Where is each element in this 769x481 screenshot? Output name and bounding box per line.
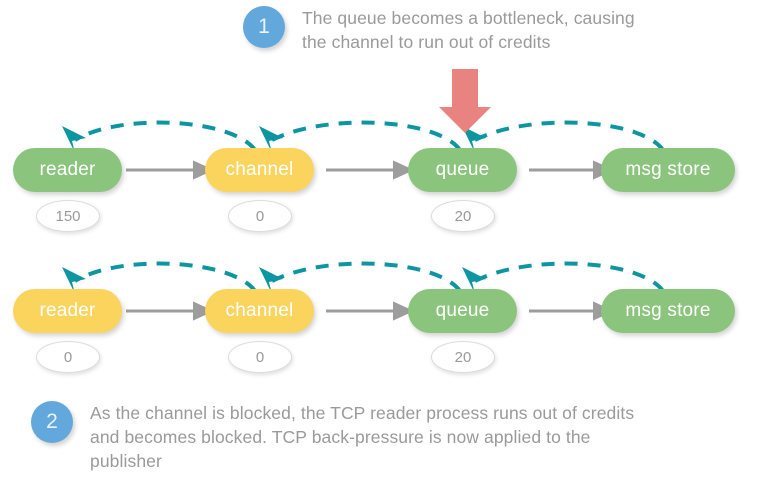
node-label: queue bbox=[435, 300, 490, 321]
step-2-text: As the channel is blocked, the TCP reade… bbox=[90, 403, 635, 471]
step-1-number: 1 bbox=[243, 6, 285, 48]
bottleneck-arrow-icon bbox=[439, 69, 491, 133]
credits-row2-channel: 0 bbox=[228, 341, 292, 373]
node-row2-msg-store[interactable]: msg store bbox=[601, 289, 735, 333]
node-label: queue bbox=[435, 159, 490, 180]
node-label: channel bbox=[225, 300, 294, 321]
credits-row1-queue: 20 bbox=[431, 200, 495, 232]
credits-row1-channel: 0 bbox=[228, 200, 292, 232]
step-2-callout: 2 As the channel is blocked, the TCP rea… bbox=[31, 401, 634, 473]
node-row1-channel[interactable]: channel bbox=[205, 148, 314, 192]
credits-row1-reader: 150 bbox=[36, 200, 100, 232]
node-row1-msg-store[interactable]: msg store bbox=[601, 148, 735, 192]
node-label: channel bbox=[225, 159, 294, 180]
node-label: msg store bbox=[625, 300, 711, 321]
node-row1-reader[interactable]: reader bbox=[13, 148, 122, 192]
node-row2-channel[interactable]: channel bbox=[205, 289, 314, 333]
credits-row2-queue: 20 bbox=[431, 341, 495, 373]
step-2-number: 2 bbox=[31, 401, 73, 443]
step-1-callout: 1 The queue becomes a bottleneck, causin… bbox=[243, 6, 635, 54]
node-row2-queue[interactable]: queue bbox=[408, 289, 517, 333]
node-row1-queue[interactable]: queue bbox=[408, 148, 517, 192]
credit-arcs-row-2 bbox=[73, 261, 665, 293]
node-label: msg store bbox=[625, 159, 711, 180]
credits-row2-reader: 0 bbox=[36, 341, 100, 373]
step-1-text: The queue becomes a bottleneck, causing … bbox=[302, 8, 635, 52]
credit-arcs-row-1 bbox=[73, 120, 665, 152]
node-label: reader bbox=[39, 300, 96, 321]
node-label: reader bbox=[39, 159, 96, 180]
node-row2-reader[interactable]: reader bbox=[13, 289, 122, 333]
